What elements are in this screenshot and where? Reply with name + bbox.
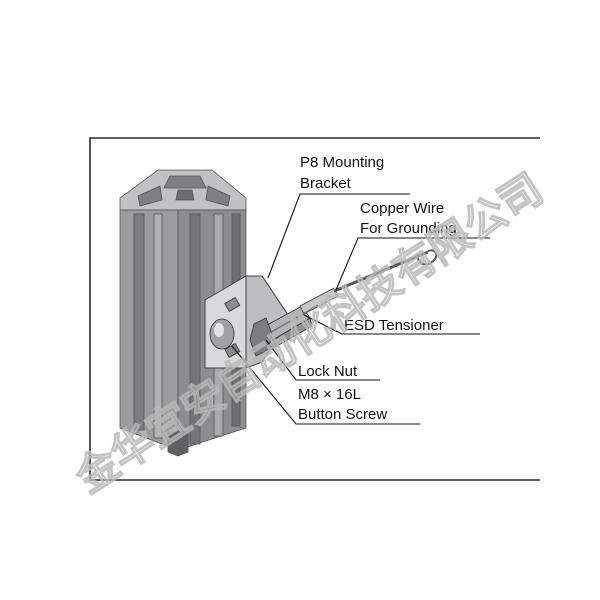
- bracket-label-line1: P8 Mounting: [300, 154, 384, 171]
- wire-label-line1: Copper Wire: [360, 200, 444, 217]
- lock-nut-label: Lock Nut: [298, 363, 358, 380]
- labels: P8 Mounting Bracket Copper Wire For Grou…: [298, 154, 457, 423]
- frame: [89, 137, 540, 481]
- screw-label-line1: M8 × 16L: [298, 386, 361, 403]
- lock-nut: [249, 317, 273, 357]
- wire-label-line2: For Grounding: [360, 220, 457, 237]
- leader-lines: [231, 193, 490, 425]
- tensioner-label: ESD Tensioner: [344, 317, 444, 334]
- screw-label-line2: Button Screw: [298, 406, 387, 423]
- bracket-label-line2: Bracket: [300, 175, 352, 192]
- copper-wire: [333, 249, 438, 293]
- button-screw: [209, 318, 235, 350]
